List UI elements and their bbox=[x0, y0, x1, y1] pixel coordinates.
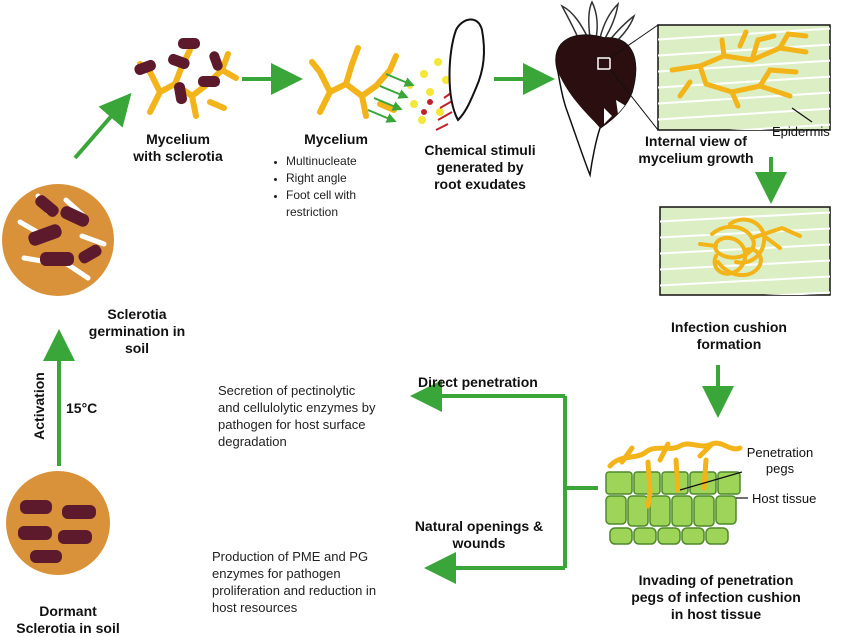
label-activation: Activation bbox=[31, 372, 47, 440]
mycelium-traits-list: Multinucleate Right angle Foot cell with… bbox=[266, 153, 416, 221]
trait-item: Foot cell with restriction bbox=[286, 187, 416, 221]
label-infection-cushion: Infection cushion formation bbox=[671, 319, 787, 352]
description-direct-penetration: Secretion of pectinolytic and cellulolyt… bbox=[218, 383, 376, 449]
label-sclerotia-germination: Sclerotia germination in soil bbox=[88, 306, 186, 356]
label-internal-view: Internal view of mycelium growth bbox=[638, 133, 754, 166]
description-natural-openings: Production of PME and PG enzymes for pat… bbox=[212, 549, 377, 615]
label-penetration-pegs: Penetration pegs bbox=[746, 445, 814, 476]
label-mycelium-with-sclerotia: Mycelium with sclerotia bbox=[133, 131, 223, 164]
arrow-germination-to-mycelium bbox=[73, 92, 132, 160]
mycelium-illustration bbox=[309, 45, 399, 119]
label-epidermis: Epidermis bbox=[772, 124, 830, 139]
label-direct-penetration: Direct penetration bbox=[418, 374, 538, 390]
chemical-stimuli-illustration bbox=[367, 18, 485, 131]
sclerotia-germination-illustration bbox=[2, 184, 114, 296]
trait-item: Right angle bbox=[286, 170, 416, 187]
host-root-illustration bbox=[555, 0, 659, 178]
label-invading: Invading of penetration pegs of infectio… bbox=[631, 572, 801, 622]
dormant-sclerotia-illustration bbox=[6, 471, 110, 575]
label-natural-openings: Natural openings & wounds bbox=[414, 518, 544, 551]
internal-view-panel bbox=[657, 24, 831, 131]
label-chemical-stimuli: Chemical stimuli generated by root exuda… bbox=[424, 142, 536, 192]
infection-cushion-panel bbox=[659, 206, 831, 296]
label-dormant-sclerotia: Dormant Sclerotia in soil bbox=[16, 603, 120, 636]
label-mycelium: Mycelium bbox=[304, 131, 368, 147]
cycle-arrows bbox=[43, 63, 787, 584]
trait-item: Multinucleate bbox=[286, 153, 416, 170]
label-host-tissue: Host tissue bbox=[752, 491, 817, 506]
label-temperature: 15°C bbox=[66, 400, 98, 416]
host-tissue-illustration bbox=[605, 440, 748, 545]
mycelium-with-sclerotia-illustration bbox=[134, 38, 239, 119]
